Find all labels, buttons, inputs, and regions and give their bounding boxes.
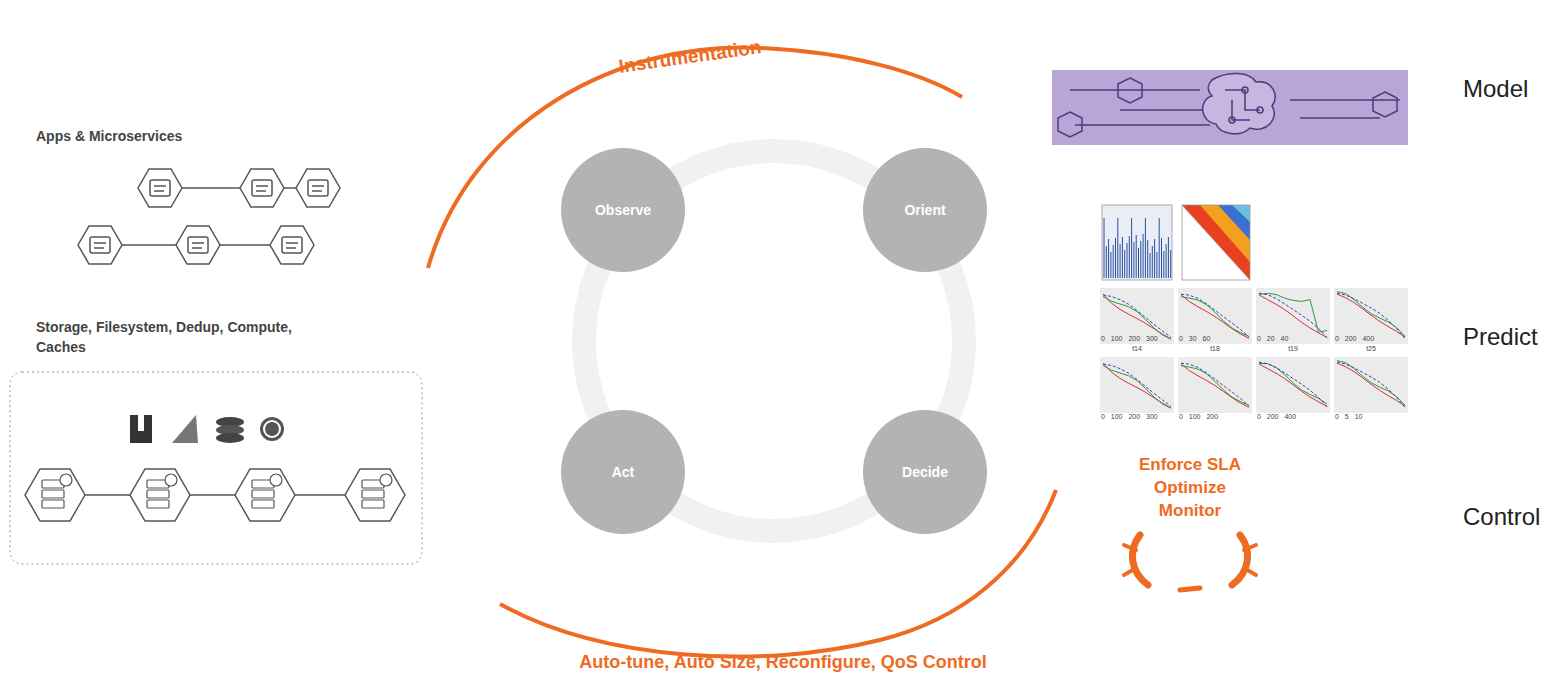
storage-icons <box>10 372 422 564</box>
axis-ticks: 0 200 400 <box>1335 335 1374 343</box>
axis-ticks: 0 100 200 300 <box>1101 413 1158 421</box>
stage-label: Act <box>612 464 635 480</box>
axis-ticks: 0 200 400 <box>1257 413 1296 421</box>
stage-name: Predict <box>1463 323 1538 351</box>
control-action: Enforce SLA <box>1139 455 1241 475</box>
loop-annotation: Instrumentation <box>617 36 762 78</box>
model-banner <box>1052 70 1408 145</box>
group-heading: Storage, Filesystem, Dedup, Compute, Cac… <box>36 318 326 357</box>
section-heading: Apps & Microservices <box>36 128 182 144</box>
ooda-circle: Act <box>561 410 685 534</box>
stage-name: Control <box>1463 503 1540 531</box>
stage-label: Decide <box>902 464 948 480</box>
control-gear <box>1124 535 1256 590</box>
stage-name: Model <box>1463 75 1528 103</box>
prediction-charts <box>1100 205 1408 413</box>
axis-ticks: 0 100 200 300 <box>1101 335 1158 343</box>
stage-label: Observe <box>595 202 651 218</box>
loop-annotation: Auto-tune, Auto Size, Reconfigure, QoS C… <box>579 652 986 673</box>
panel-title: t19 <box>1288 345 1298 353</box>
control-action: Optimize <box>1154 478 1226 498</box>
control-action: Monitor <box>1159 501 1221 521</box>
panel-title: t25 <box>1366 345 1376 353</box>
axis-ticks: 0 20 40 <box>1257 335 1288 343</box>
stage-label: Orient <box>904 202 945 218</box>
axis-ticks: 0 5 10 <box>1335 413 1362 421</box>
ooda-circle: Decide <box>863 410 987 534</box>
axis-ticks: 0 100 200 <box>1179 413 1218 421</box>
ooda-circle: Orient <box>863 148 987 272</box>
ooda-circle: Observe <box>561 148 685 272</box>
storage-group: Storage, Filesystem, Dedup, Compute, Cac… <box>10 372 422 564</box>
axis-ticks: 0 30 60 <box>1179 335 1210 343</box>
panel-title: t14 <box>1132 345 1142 353</box>
app-icons <box>78 169 340 264</box>
panel-title: t18 <box>1210 345 1220 353</box>
